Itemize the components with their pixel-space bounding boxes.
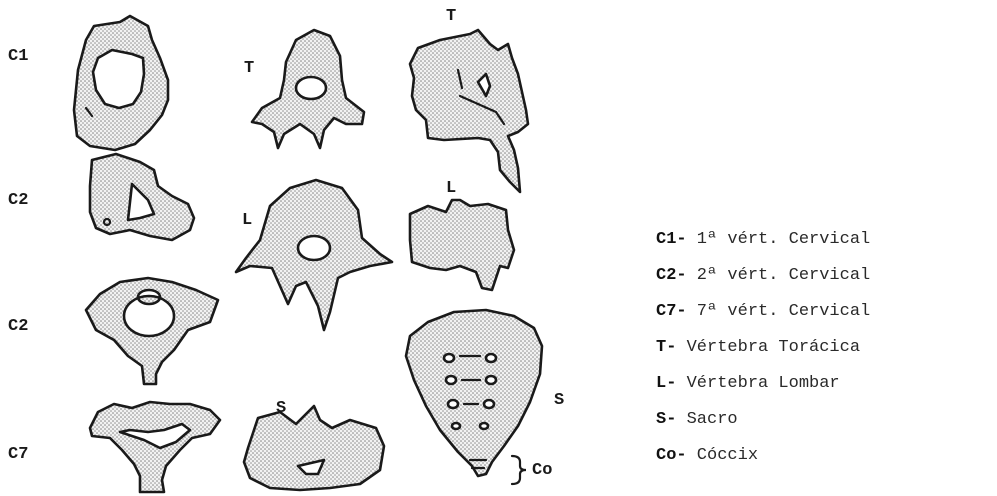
legend-text: 1ª vért. Cervical	[687, 230, 871, 249]
c1-vertebra-shape	[74, 16, 168, 150]
label-c1: C1	[8, 48, 28, 65]
lumbar-vertebra-top-shape	[236, 180, 392, 330]
legend-text: Cóccix	[687, 446, 758, 465]
legend-text: Sacro	[676, 410, 737, 429]
legend-item-sacrum: S- Sacro	[656, 402, 996, 438]
sacrum-frontal-shape	[406, 310, 542, 476]
legend-item-lumbar: L- Vértebra Lombar	[656, 366, 996, 402]
legend: C1- 1ª vért. Cervical C2- 2ª vért. Cervi…	[656, 222, 996, 474]
legend-item-thoracic: T- Vértebra Torácica	[656, 330, 996, 366]
label-lumbar-right: L	[446, 180, 456, 197]
legend-text: Vértebra Torácica	[676, 338, 860, 357]
c7-vertebra-shape	[90, 402, 220, 492]
legend-code: L-	[656, 374, 676, 393]
legend-code: T-	[656, 338, 676, 357]
legend-code: C7-	[656, 302, 687, 321]
sacrum-top-shape	[244, 406, 384, 490]
label-thoracic-mid: T	[244, 60, 254, 77]
legend-item-coccyx: Co- Cóccix	[656, 438, 996, 474]
label-c2-lower: C2	[8, 318, 28, 335]
legend-code: Co-	[656, 446, 687, 465]
legend-item-c7: C7- 7ª vért. Cervical	[656, 294, 996, 330]
lumbar-vertebra-lateral-shape	[410, 200, 514, 290]
label-sacrum-right: S	[554, 392, 564, 409]
legend-text: 2ª vért. Cervical	[687, 266, 871, 285]
legend-code: C1-	[656, 230, 687, 249]
label-coccyx: Co	[532, 462, 552, 479]
legend-item-c2: C2- 2ª vért. Cervical	[656, 258, 996, 294]
c2-lower-vertebra-shape	[86, 278, 218, 384]
coccyx-brace	[512, 456, 526, 484]
thoracic-vertebra-top-shape	[252, 30, 364, 148]
legend-item-c1: C1- 1ª vért. Cervical	[656, 222, 996, 258]
legend-code: C2-	[656, 266, 687, 285]
label-c2-upper: C2	[8, 192, 28, 209]
label-c7: C7	[8, 446, 28, 463]
legend-text: 7ª vért. Cervical	[687, 302, 871, 321]
legend-code: S-	[656, 410, 676, 429]
c2-upper-vertebra-shape	[90, 154, 194, 240]
label-lumbar-mid: L	[242, 212, 252, 229]
thoracic-vertebra-lateral-shape	[410, 30, 528, 192]
label-thoracic-right: T	[446, 8, 456, 25]
label-sacrum-mid: S	[276, 400, 286, 417]
legend-text: Vértebra Lombar	[676, 374, 839, 393]
